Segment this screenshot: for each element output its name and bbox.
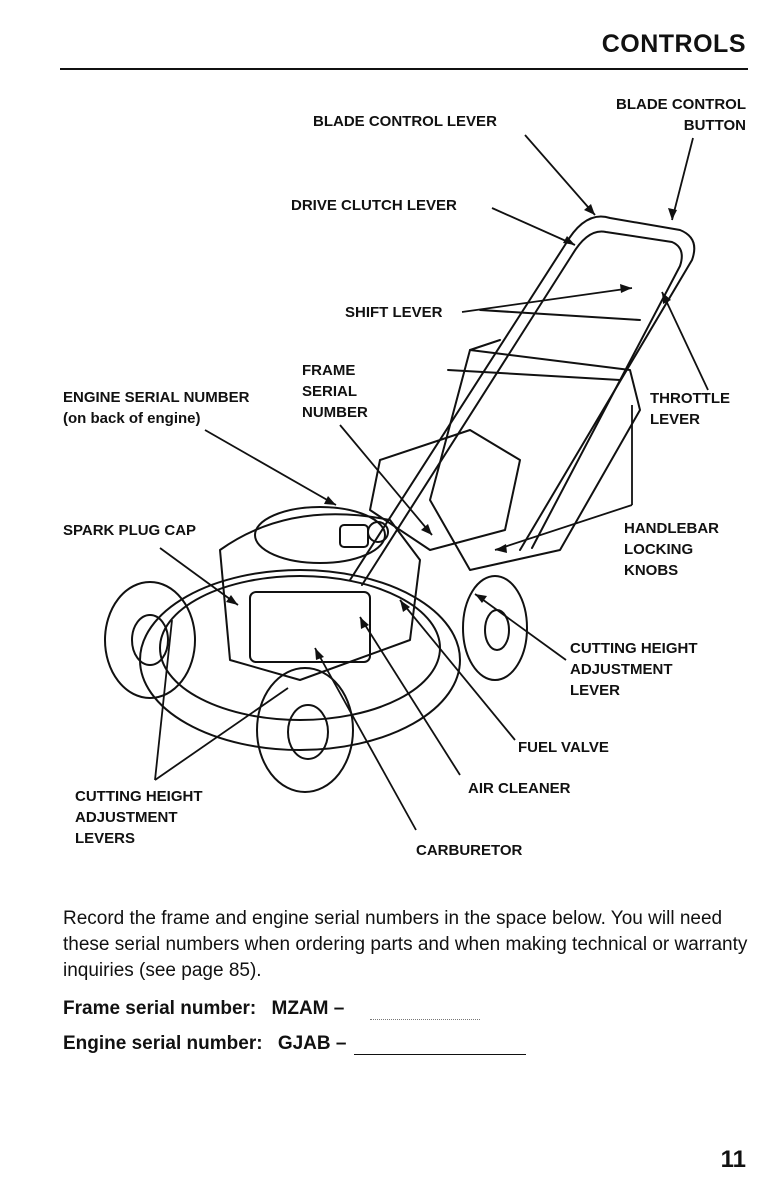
mower-deck bbox=[139, 569, 461, 751]
grass-bag bbox=[429, 349, 641, 571]
label-blade-control-lever: BLADE CONTROL LEVER bbox=[313, 113, 497, 130]
page-title: CONTROLS bbox=[601, 30, 746, 58]
header-rule bbox=[60, 68, 748, 70]
label-fuel-valve: FUEL VALVE bbox=[518, 739, 609, 756]
lawn-mower-illustration bbox=[104, 134, 709, 831]
label-handlebar-locking-knobs: HANDLEBAR LOCKING KNOBS bbox=[624, 520, 719, 579]
label-carburetor: CARBURETOR bbox=[416, 842, 523, 859]
engine-serial-prefix: GJAB – bbox=[277, 1033, 347, 1054]
label-frame-serial-number: FRAME SERIAL NUMBER bbox=[302, 362, 368, 421]
engine bbox=[219, 513, 421, 681]
label-engine-serial-number: ENGINE SERIAL NUMBER (on back of engine) bbox=[63, 389, 250, 427]
instructions-paragraph: Record the frame and engine serial numbe… bbox=[63, 908, 748, 981]
label-blade-control-button: BLADE CONTROL BUTTON bbox=[616, 96, 746, 134]
label-drive-clutch-lever: DRIVE CLUTCH LEVER bbox=[291, 197, 457, 214]
label-spark-plug-cap: SPARK PLUG CAP bbox=[63, 522, 197, 539]
frame-serial-prefix: MZAM – bbox=[271, 998, 345, 1019]
engine-serial-label: Engine serial number: bbox=[63, 1033, 263, 1054]
frame-serial-label: Frame serial number: bbox=[63, 998, 257, 1019]
label-shift-lever: SHIFT LEVER bbox=[345, 304, 443, 321]
frame-serial-blank bbox=[369, 1001, 480, 1020]
label-cutting-height-adjustment-lever: CUTTING HEIGHT ADJUSTMENT LEVER bbox=[570, 640, 698, 699]
page-number: 11 bbox=[720, 1146, 746, 1173]
frame-serial-row: Frame serial number: MZAM – bbox=[63, 998, 480, 1020]
engine-serial-row: Engine serial number: GJAB – bbox=[63, 1033, 526, 1055]
label-air-cleaner: AIR CLEANER bbox=[468, 780, 571, 797]
label-cutting-height-adjustment-levers: CUTTING HEIGHT ADJUSTMENT LEVERS bbox=[75, 788, 203, 847]
rear-right-wheel bbox=[462, 575, 528, 681]
label-throttle-lever: THROTTLE LEVER bbox=[650, 390, 730, 428]
handlebar bbox=[349, 215, 696, 581]
front-right-wheel bbox=[256, 667, 354, 793]
front-left-wheel bbox=[104, 581, 196, 699]
engine-serial-blank bbox=[353, 1036, 526, 1055]
